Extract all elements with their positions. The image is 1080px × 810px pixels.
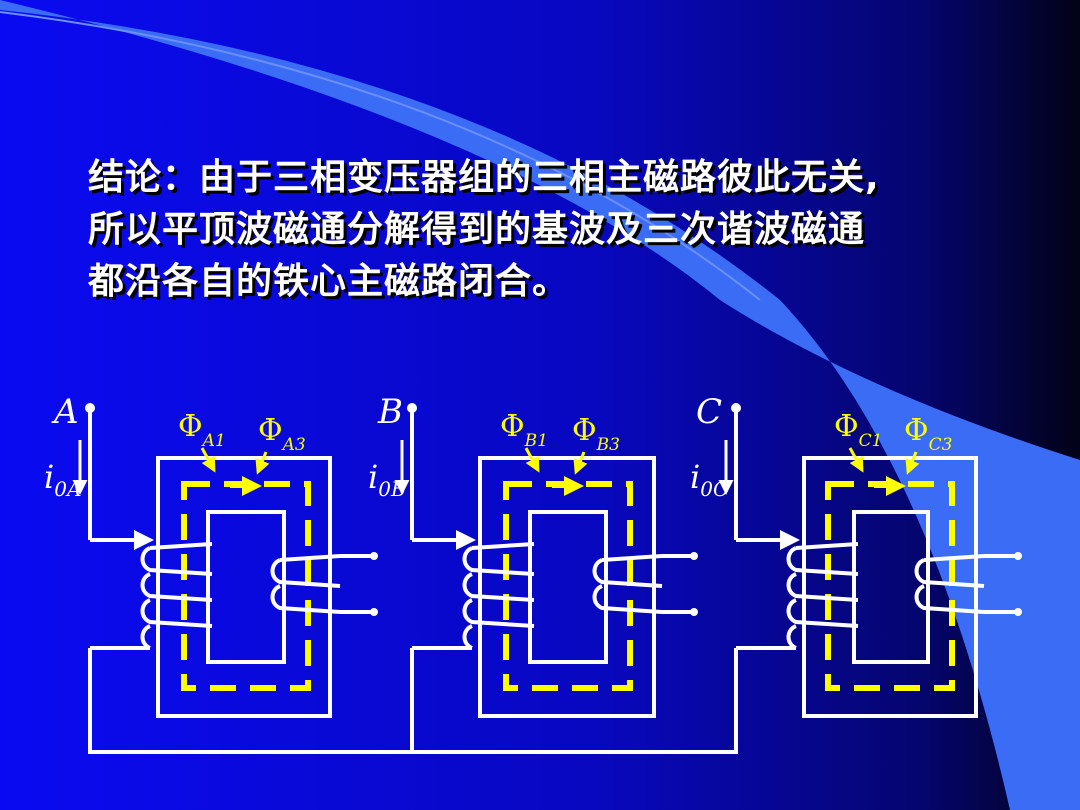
secondary-terminal-b1 xyxy=(690,552,698,560)
primary-coil-a xyxy=(140,542,213,650)
flux-label-b3: ΦB3 xyxy=(572,413,620,455)
transformer-c: C i0C ΦC1 ΦC3 xyxy=(690,392,1022,752)
primary-coil-b xyxy=(462,542,535,650)
transformer-a: A i0A ΦA1 ΦA3 xyxy=(44,392,378,752)
flux-label-a1: ΦA1 xyxy=(178,409,226,451)
secondary-terminal-c2 xyxy=(1014,608,1022,616)
flux-pointer-c1 xyxy=(848,447,864,473)
conclusion-line-3: 都沿各自的铁心主磁路闭合。 xyxy=(88,261,570,302)
conclusion-line-2: 所以平顶波磁通分解得到的基波及三次谐波磁通 xyxy=(88,209,866,250)
flux-pointer-a3 xyxy=(255,451,270,475)
core-window-b xyxy=(528,510,608,664)
conclusion-line-1: 结论：由于三相变压器组的三相主磁路彼此无关, xyxy=(88,157,880,198)
current-label-c: i0C xyxy=(690,458,728,501)
phase-label-c: C xyxy=(696,392,722,432)
current-label-b: i0B xyxy=(368,458,406,501)
background-swoosh-highlight xyxy=(0,11,761,301)
secondary-coil-b xyxy=(592,554,663,614)
flux-pointer-b1 xyxy=(524,447,540,473)
flux-label-c3: ΦC3 xyxy=(904,413,952,455)
flux-pointer-c3 xyxy=(905,451,920,475)
secondary-terminal-a1 xyxy=(370,552,378,560)
secondary-terminal-a2 xyxy=(370,608,378,616)
flux-label-a3: ΦA3 xyxy=(258,413,306,455)
flux-path-a xyxy=(181,481,311,691)
phase-label-a: A xyxy=(51,392,79,432)
secondary-coil-c xyxy=(914,554,985,614)
current-label-a: i0A xyxy=(44,458,81,501)
core-window-a xyxy=(206,510,286,664)
secondary-coil-a xyxy=(270,554,341,614)
flux-label-b1: ΦB1 xyxy=(500,409,548,451)
core-window-c xyxy=(852,510,930,664)
transformer-b: B i0B ΦB1 ΦB3 xyxy=(368,392,698,752)
flux-label-c1: ΦC1 xyxy=(834,409,882,451)
conclusion-text: 结论：由于三相变压器组的三相主磁路彼此无关, 所以平顶波磁通分解得到的基波及三次… xyxy=(88,152,1048,308)
flux-path-b xyxy=(503,481,633,691)
secondary-terminal-c1 xyxy=(1014,552,1022,560)
flux-pointer-b3 xyxy=(573,451,588,475)
flux-path-c xyxy=(825,481,955,691)
flux-pointer-a1 xyxy=(200,447,216,473)
phase-label-b: B xyxy=(377,392,403,432)
primary-coil-c xyxy=(786,542,859,650)
secondary-terminal-b2 xyxy=(690,608,698,616)
